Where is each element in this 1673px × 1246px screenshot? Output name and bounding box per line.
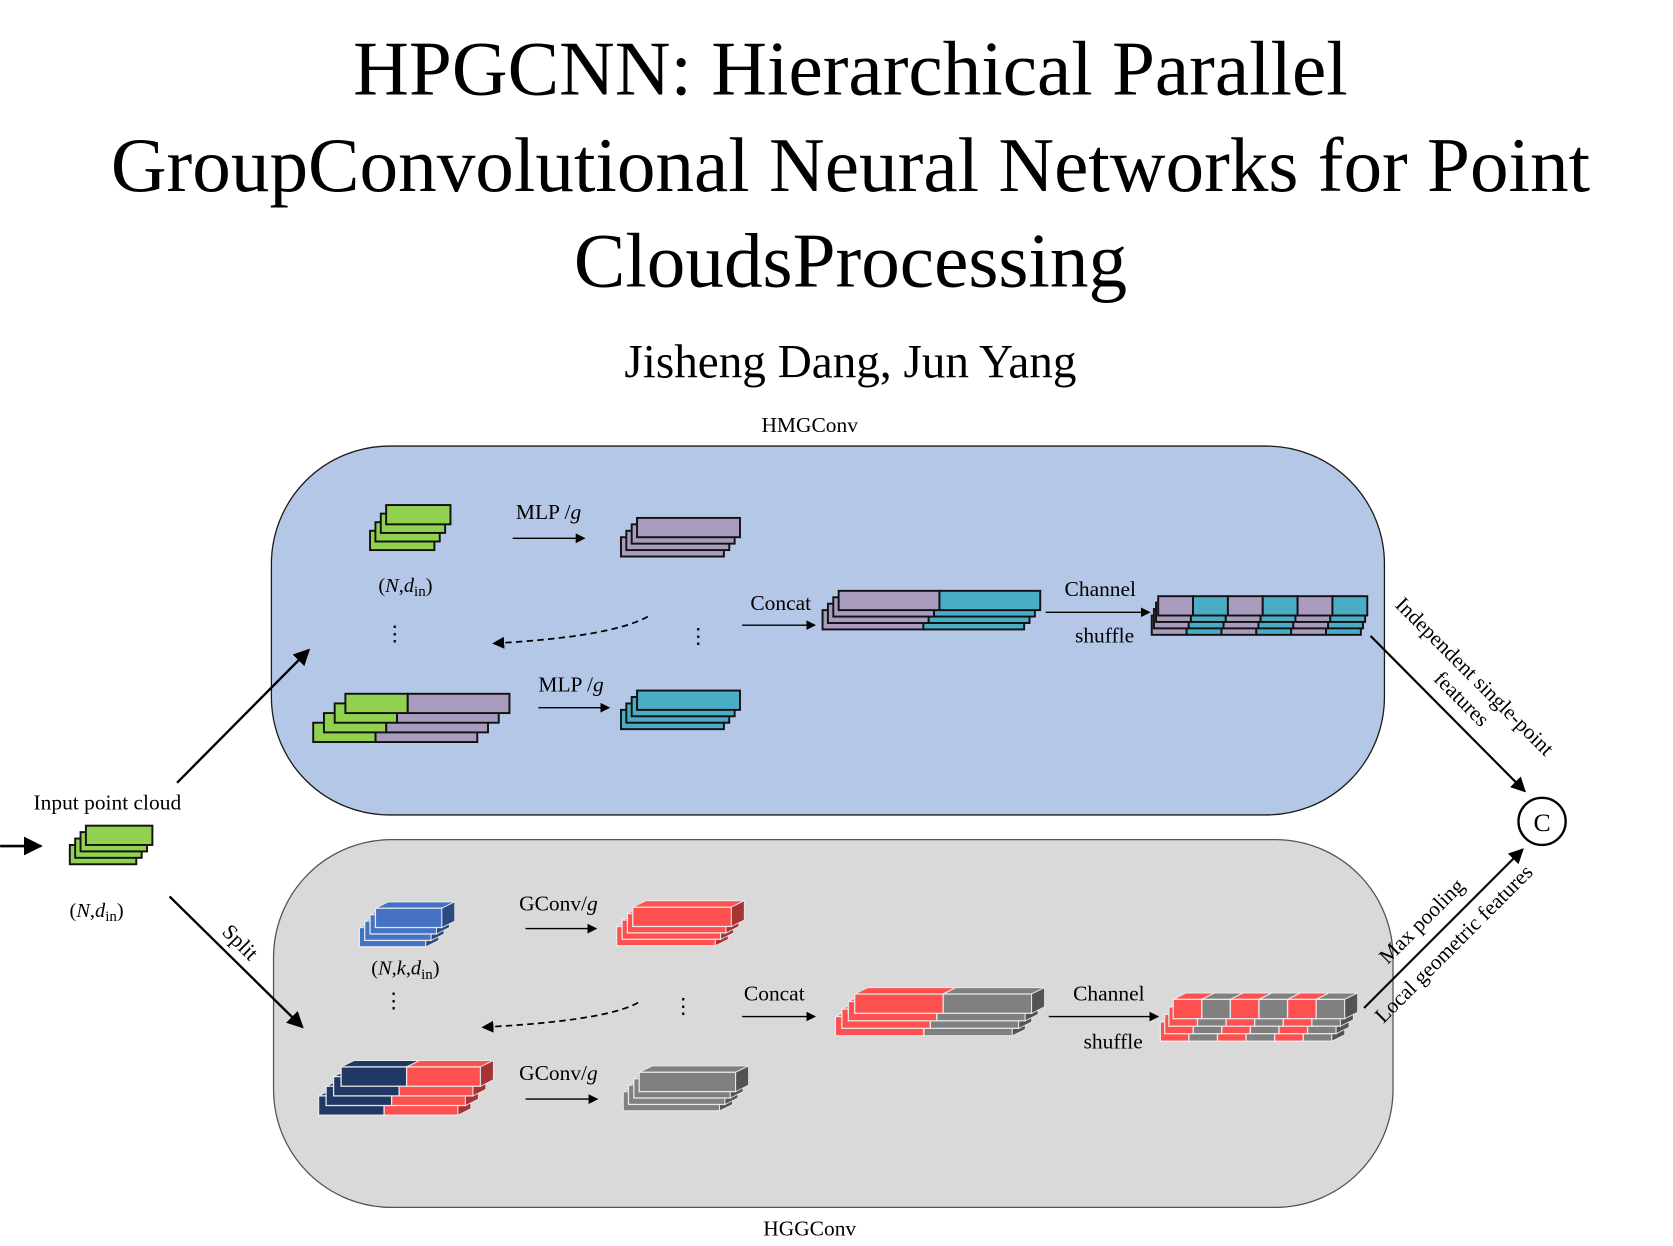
feature-stacks [68,504,1369,1116]
feature-layer [1229,998,1260,1020]
green-purple-stack [312,692,511,743]
navy-red-stack [317,1059,494,1116]
red-output-stack [616,900,745,947]
shuffle-label-top: shuffle [1075,623,1134,647]
input-point-cloud-label: Input point cloud [34,791,182,815]
feature-layer [837,589,941,612]
feature-layer [1157,595,1195,617]
hmgconv-label: HMGConv [761,413,858,437]
feature-layer [1201,998,1232,1020]
layer-side-face [1344,992,1359,1020]
independent-features-label-1: Independent single-point [1391,592,1559,760]
hggconv-box [272,838,1394,1209]
ellipsis-hgg-right: ⋮ [672,994,693,1018]
shuffled-stack-hgg [1159,992,1359,1042]
feature-layer [1226,595,1264,617]
layer-top-face [375,901,456,909]
feature-layer [632,906,733,928]
feature-layer [84,824,154,846]
authors: Jisheng Dang, Jun Yang [624,336,1076,388]
mlp-label-top: MLP /g [516,500,582,524]
feature-layer [340,1066,408,1087]
feature-layer [1261,595,1299,617]
independent-features-arrow [1369,635,1526,793]
purple-output-stack [620,516,741,558]
layer-side-face [480,1059,494,1087]
recurse-arrow-hmg [492,615,649,649]
local-features-arrow [1363,848,1524,1009]
channel-label-top: Channel [1065,577,1136,601]
green-input-stack-hmg [369,504,452,552]
concat-label-bottom: Concat [744,981,805,1005]
gconv-label-bottom: GConv/g [519,1061,598,1085]
gconv-label-top: GConv/g [519,891,598,915]
gray-output-stack [622,1065,750,1112]
concat-stack-hgg [834,986,1045,1037]
layer-top-face [854,987,957,995]
feature-layer [854,993,944,1014]
layer-side-face [730,900,745,928]
feature-layer [344,692,409,715]
recurse-arrow-hgg [481,1001,639,1033]
layer-top-face [638,1065,749,1073]
feature-layer [938,589,1042,612]
feature-layer [1331,595,1369,617]
feature-layer [405,1066,482,1087]
hggconv-label: HGGConv [763,1216,856,1240]
title-line-3: CloudsProcessing [574,217,1127,303]
concat-label-top: Concat [750,591,811,615]
feature-layer [385,504,452,526]
feature-layer [1315,998,1346,1020]
feature-layer [374,907,443,929]
title-line-2: GroupConvolutional Neural Networks for P… [111,122,1590,208]
feature-layer [1296,595,1334,617]
shuffle-label-bottom: shuffle [1084,1030,1143,1054]
hmg-shape-label: (N,din) [378,575,432,600]
ellipsis-hgg-left: ⋮ [383,989,404,1013]
feature-layer [406,692,511,715]
feature-layer [1286,998,1317,1020]
feature-layer [1172,998,1203,1020]
layer-top-face [942,987,1045,995]
ellipsis-hmg-left: ⋮ [384,622,405,646]
layer-top-face [632,900,745,908]
blue-input-stack-hgg [358,901,456,948]
ellipsis-hmg-right: ⋮ [687,624,708,648]
layer-side-face [1031,986,1045,1015]
input-shape-label: (N,din) [70,900,124,925]
shuffled-stack-hmg [1150,595,1369,636]
mlp-label-bottom: MLP /g [538,673,604,697]
concat-node [1517,796,1567,847]
layer-side-face [441,901,456,929]
feature-layer [636,689,741,711]
cyan-output-stack [620,689,741,731]
branch-arrow-hmg [176,648,311,784]
layer-side-face [735,1065,750,1093]
split-label: Split [217,919,263,965]
hgg-shape-label: (N,k,din) [371,958,439,983]
feature-layer [1258,998,1289,1020]
branch-arrow-hgg [168,895,304,1029]
channel-label-bottom: Channel [1073,981,1144,1005]
feature-layer [636,516,741,539]
feature-layer [1192,595,1229,617]
concat-stack-hmg [821,589,1042,631]
input-point-cloud-stack [68,824,154,866]
feature-layer [638,1071,737,1093]
feature-layer [942,993,1033,1014]
title-line-1: HPGCNN: Hierarchical Parallel [353,25,1348,111]
concat-node-label: C [1533,808,1550,837]
layer-top-face [406,1059,494,1068]
